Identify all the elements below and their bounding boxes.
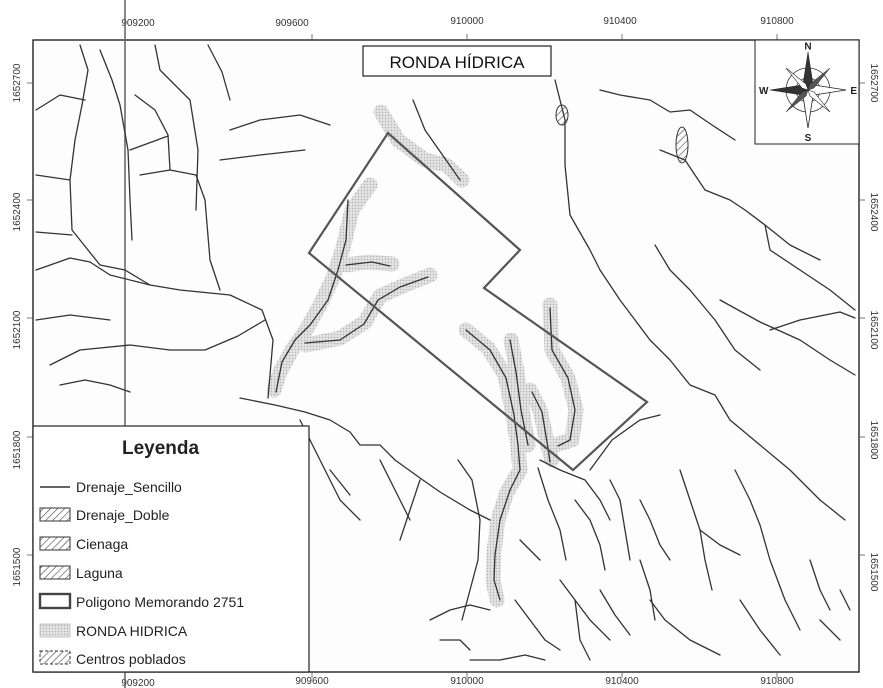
compass-south-label: S: [805, 133, 812, 144]
y-tick-left: 1652400: [12, 192, 23, 231]
legend-item-laguna: Laguna: [39, 565, 123, 581]
legend-symbol-stipple: [39, 623, 71, 638]
legend-item-label: Laguna: [76, 565, 123, 581]
laguna-north: [555, 104, 569, 126]
y-tick-right: 1651500: [868, 553, 879, 592]
legend-item-label: Drenaje_Doble: [76, 507, 170, 523]
legend: Leyenda Drenaje_Sencillo Drenaje_Doble C…: [32, 425, 310, 673]
x-tick-top: 910000: [450, 16, 484, 27]
legend-title: Leyenda: [122, 438, 200, 459]
y-tick-left: 1651800: [12, 430, 23, 469]
map-title: RONDA HÍDRICA: [389, 53, 525, 72]
y-tick-right: 1652700: [868, 64, 879, 103]
x-tick-top: 910800: [760, 16, 794, 27]
y-tick-left: 1651500: [12, 547, 23, 586]
y-tick-right: 1652100: [868, 311, 879, 350]
legend-item-poligono-memorando: Poligono Memorando 2751: [38, 592, 244, 610]
drainage-network: [35, 44, 856, 661]
legend-item-drenaje-doble: Drenaje_Doble: [39, 507, 170, 523]
legend-item-centros-poblados: Centros poblados: [39, 650, 186, 667]
legend-symbol-hatch: [39, 565, 71, 580]
compass-rose-icon: [769, 51, 847, 129]
legend-item-ronda-hidrica: RONDA HIDRICA: [39, 623, 188, 639]
x-tick-bottom: 909200: [121, 678, 155, 688]
y-tick-labels-left: 1652700 1652400 1652100 1651800 1651500: [12, 63, 23, 586]
legend-item-cienaga: Cienaga: [39, 536, 128, 552]
north-arrow: N S E W: [754, 39, 860, 145]
compass-north-label: N: [804, 41, 811, 52]
x-tick-bottom: 909600: [295, 676, 329, 687]
x-tick-bottom: 910800: [760, 676, 794, 687]
x-tick-labels-top: 909200 909600 910000 910400 910800: [121, 16, 794, 29]
legend-symbol-polygon: [38, 592, 72, 610]
x-tick-top: 909600: [275, 18, 309, 29]
x-tick-bottom: 910400: [605, 676, 639, 687]
x-tick-bottom: 910000: [450, 676, 484, 687]
laguna-east: [675, 126, 689, 164]
legend-item-label: RONDA HIDRICA: [76, 623, 188, 639]
legend-item-label: Centros poblados: [76, 651, 186, 667]
poligono-memorando-2751: [307, 131, 649, 472]
legend-item-label: Cienaga: [76, 536, 128, 552]
y-tick-left: 1652100: [12, 310, 23, 349]
x-tick-top: 909200: [121, 18, 155, 29]
x-tick-labels-bottom: 909200 909600 910000 910400 910800: [121, 676, 794, 688]
compass-west-label: W: [759, 86, 769, 97]
y-tick-right: 1652400: [868, 193, 879, 232]
map-title-box: RONDA HÍDRICA: [362, 45, 552, 77]
legend-item-label: Poligono Memorando 2751: [76, 594, 244, 610]
x-tick-top: 910400: [603, 16, 637, 27]
legend-item-drenaje-sencillo: Drenaje_Sencillo: [40, 479, 182, 495]
legend-item-label: Drenaje_Sencillo: [76, 479, 182, 495]
legend-box: [32, 425, 310, 673]
y-tick-labels-right: 1652700 1652400 1652100 1651800 1651500: [868, 64, 879, 592]
legend-symbol-hatch: [39, 507, 71, 522]
y-tick-left: 1652700: [12, 63, 23, 102]
legend-symbol-dashed-hatch: [39, 650, 71, 665]
y-tick-right: 1651800: [868, 421, 879, 460]
compass-east-label: E: [850, 86, 857, 97]
legend-symbol-hatch: [39, 536, 71, 551]
